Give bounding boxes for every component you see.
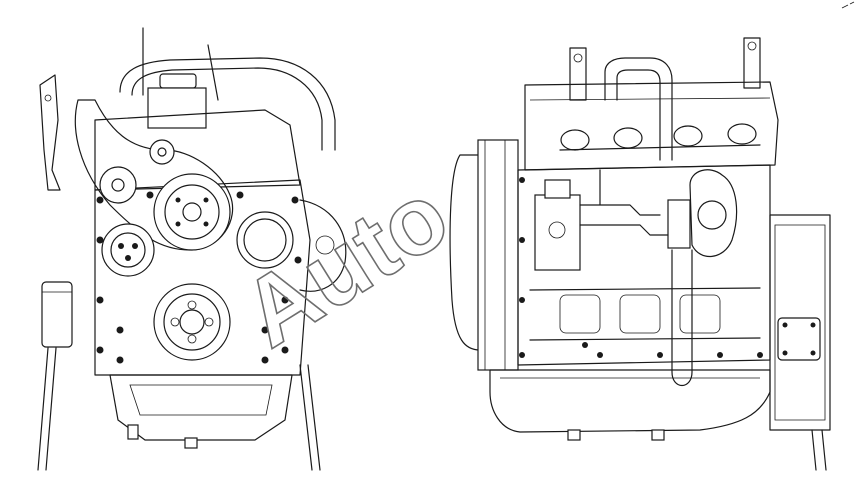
exhaust-manifold [559, 123, 761, 151]
turbocharger [689, 169, 738, 258]
crankshaft-damper [153, 283, 231, 361]
lifting-eye-right [743, 37, 761, 89]
watermark: Auto [224, 160, 468, 368]
support-leg-left [37, 347, 49, 471]
side-bolts [519, 177, 763, 358]
lifting-eye-left [569, 47, 587, 101]
side-view [449, 37, 831, 471]
oil-filter [41, 281, 73, 348]
front-bolts [96, 191, 302, 364]
corner-mark [841, 1, 855, 9]
water-pump-pulley [101, 223, 155, 277]
support-leg-right [299, 364, 313, 471]
valve-cover [94, 109, 301, 191]
dipstick-tube [671, 249, 693, 387]
front-view [37, 27, 347, 471]
oil-pan-side [489, 369, 771, 433]
watermark-text: Auto [224, 161, 466, 368]
exhaust-pipe [119, 57, 336, 151]
flywheel-housing [769, 214, 831, 431]
fuel-pump-cover [236, 211, 294, 269]
lifting-bracket [39, 74, 61, 191]
oil-filler-cap [159, 73, 197, 89]
fuel-lines [579, 169, 669, 236]
oil-pan [109, 374, 293, 441]
front-pulley-stack [449, 154, 496, 351]
side-support-leg [811, 429, 817, 471]
injection-pump [534, 194, 581, 271]
timing-cover [94, 179, 311, 376]
cylinder-head [524, 81, 779, 171]
idler-pulley [99, 166, 137, 204]
intake-hose [604, 57, 673, 161]
